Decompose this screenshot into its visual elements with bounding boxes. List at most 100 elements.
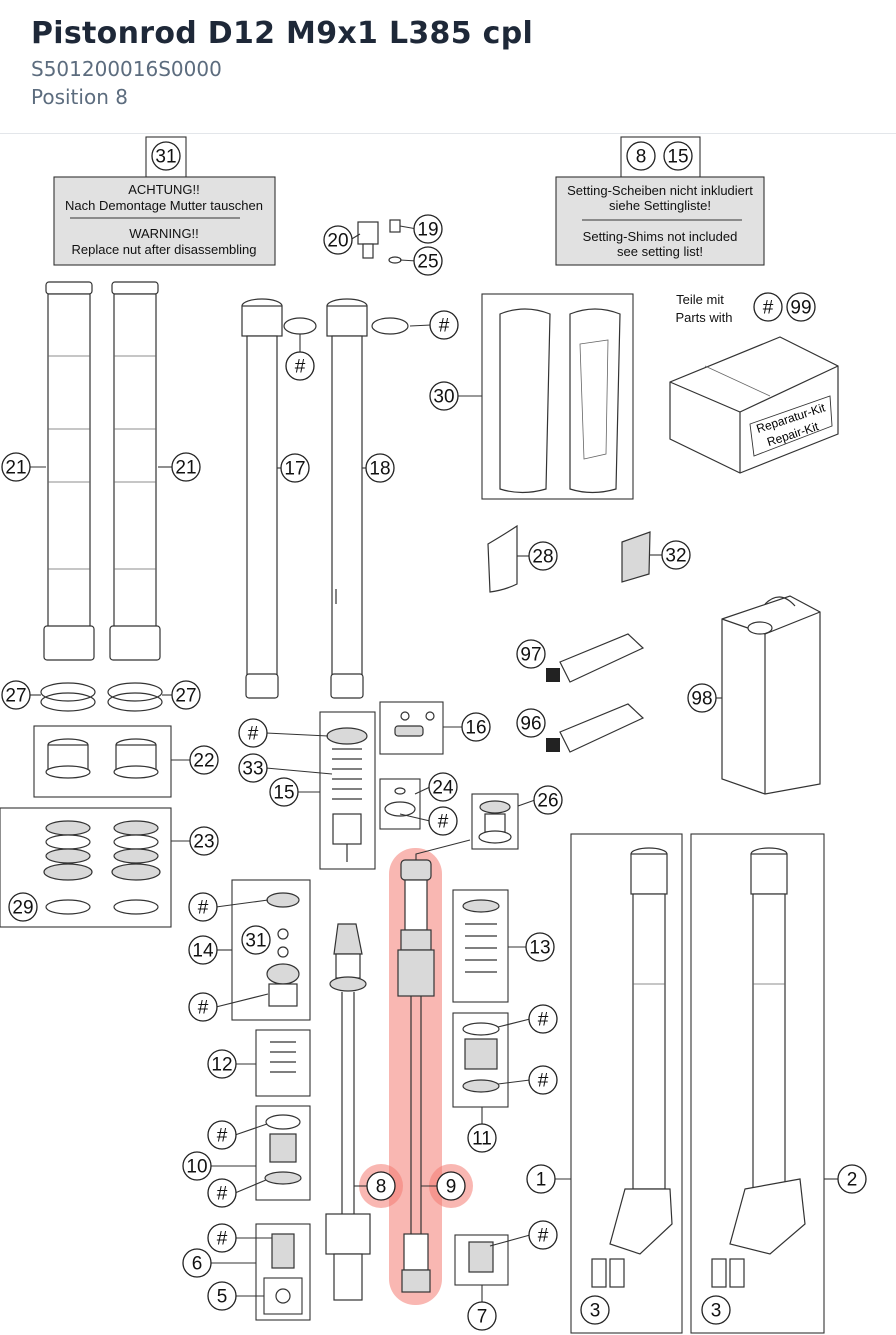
callout-circle xyxy=(528,1065,558,1095)
callout-number: 11 xyxy=(472,1129,492,1150)
callout-circle xyxy=(8,892,38,922)
callout-circle xyxy=(528,1004,558,1034)
warning-note: ACHTUNG!! Nach Demontage Mutter tauschen… xyxy=(53,136,276,266)
callout-circle xyxy=(837,1164,867,1194)
callout-hash[interactable]: # xyxy=(428,806,458,836)
callout-18[interactable]: 18 xyxy=(365,453,395,483)
callout-hash[interactable]: # xyxy=(528,1004,558,1034)
callout-7[interactable]: 7 xyxy=(467,1301,497,1331)
callout-20[interactable]: 20 xyxy=(323,225,353,255)
callout-number: # xyxy=(248,724,259,745)
callout-33[interactable]: 33 xyxy=(238,753,268,783)
callout-hash[interactable]: # xyxy=(429,310,459,340)
callout-19[interactable]: 19 xyxy=(413,214,443,244)
callout-circle xyxy=(189,745,219,775)
callout-circle xyxy=(580,1295,610,1325)
damper-rod xyxy=(325,923,371,1301)
callout-circle xyxy=(413,214,443,244)
callout-number: 7 xyxy=(477,1307,488,1328)
warning-en-line2: Replace nut after disassembling xyxy=(72,242,257,257)
callout-27[interactable]: 27 xyxy=(1,680,31,710)
callout-25[interactable]: 25 xyxy=(413,246,443,276)
callout-21[interactable]: 21 xyxy=(171,452,201,482)
seal-set-box xyxy=(33,725,172,798)
callout-10[interactable]: 10 xyxy=(182,1151,212,1181)
callout-circle xyxy=(189,826,219,856)
callout-number: 33 xyxy=(242,759,263,780)
callout-hash[interactable]: # xyxy=(528,1220,558,1250)
callout-96[interactable]: 96 xyxy=(516,708,546,738)
callout-hash[interactable]: # xyxy=(207,1120,237,1150)
callout-hash[interactable]: # xyxy=(207,1178,237,1208)
callout-99[interactable]: 99 xyxy=(786,292,816,322)
callout-23[interactable]: 23 xyxy=(189,826,219,856)
callout-number: # xyxy=(438,812,449,833)
callout-circle xyxy=(365,453,395,483)
callout-hash[interactable]: # xyxy=(188,992,218,1022)
callout-14[interactable]: 14 xyxy=(188,935,218,965)
callout-number: # xyxy=(217,1126,228,1147)
callout-30[interactable]: 30 xyxy=(429,381,459,411)
callout-circle xyxy=(516,708,546,738)
callout-3[interactable]: 3 xyxy=(580,1295,610,1325)
callout-12[interactable]: 12 xyxy=(207,1049,237,1079)
callout-circle xyxy=(753,292,783,322)
outer-tube-right xyxy=(109,281,161,661)
callout-5[interactable]: 5 xyxy=(207,1281,237,1311)
callout-1[interactable]: 1 xyxy=(526,1164,556,1194)
callout-hash[interactable]: # xyxy=(207,1223,237,1253)
callout-16[interactable]: 16 xyxy=(461,712,491,742)
callout-number: 24 xyxy=(432,778,454,799)
callout-hash[interactable]: # xyxy=(285,351,315,381)
callout-32[interactable]: 32 xyxy=(661,540,691,570)
callout-number: 96 xyxy=(520,714,541,735)
callout-13[interactable]: 13 xyxy=(525,932,555,962)
callout-circle xyxy=(429,381,459,411)
callout-number: 3 xyxy=(590,1301,601,1322)
callout-11[interactable]: 11 xyxy=(467,1123,497,1153)
callout-number: 2 xyxy=(847,1170,858,1191)
callout-number: 25 xyxy=(417,252,438,273)
callout-hash[interactable]: # xyxy=(753,292,783,322)
callout-24[interactable]: 24 xyxy=(428,772,458,802)
callout-21[interactable]: 21 xyxy=(1,452,31,482)
callout-22[interactable]: 22 xyxy=(189,745,219,775)
callout-hash[interactable]: # xyxy=(238,718,268,748)
repair-kit-box: Reparatur-Kit Repair-Kit xyxy=(669,336,839,474)
callout-number: # xyxy=(198,898,209,919)
callout-circle xyxy=(1,680,31,710)
callout-31[interactable]: 31 xyxy=(241,925,271,955)
callout-8[interactable]: 8 xyxy=(626,141,656,171)
callout-15[interactable]: 15 xyxy=(663,141,693,171)
valve-10-box xyxy=(255,1105,311,1201)
callout-circle xyxy=(207,1223,237,1253)
callout-3[interactable]: 3 xyxy=(701,1295,731,1325)
callout-circle xyxy=(436,1171,466,1201)
callout-hash[interactable]: # xyxy=(188,892,218,922)
callout-circle xyxy=(661,540,691,570)
page-header: Pistonrod D12 M9x1 L385 cpl S501200016S0… xyxy=(0,0,896,134)
callout-number: 5 xyxy=(217,1287,228,1308)
grease-tubes xyxy=(546,633,645,753)
callout-hash[interactable]: # xyxy=(528,1065,558,1095)
callout-27[interactable]: 27 xyxy=(171,680,201,710)
callout-number: 21 xyxy=(175,458,196,479)
inner-tube-18 xyxy=(326,298,368,699)
callout-6[interactable]: 6 xyxy=(182,1248,212,1278)
callout-17[interactable]: 17 xyxy=(280,453,310,483)
callout-9[interactable]: 9 xyxy=(436,1171,466,1201)
callout-circle xyxy=(528,541,558,571)
callout-98[interactable]: 98 xyxy=(687,683,717,713)
callout-28[interactable]: 28 xyxy=(528,541,558,571)
callout-15[interactable]: 15 xyxy=(269,777,299,807)
washers-24-box xyxy=(379,778,421,830)
callout-2[interactable]: 2 xyxy=(837,1164,867,1194)
callout-number: 21 xyxy=(5,458,26,479)
callout-8[interactable]: 8 xyxy=(366,1171,396,1201)
callout-number: # xyxy=(538,1226,549,1247)
callout-97[interactable]: 97 xyxy=(516,639,546,669)
callout-31[interactable]: 31 xyxy=(151,141,181,171)
callout-29[interactable]: 29 xyxy=(8,892,38,922)
callout-circle xyxy=(285,351,315,381)
callout-26[interactable]: 26 xyxy=(533,785,563,815)
